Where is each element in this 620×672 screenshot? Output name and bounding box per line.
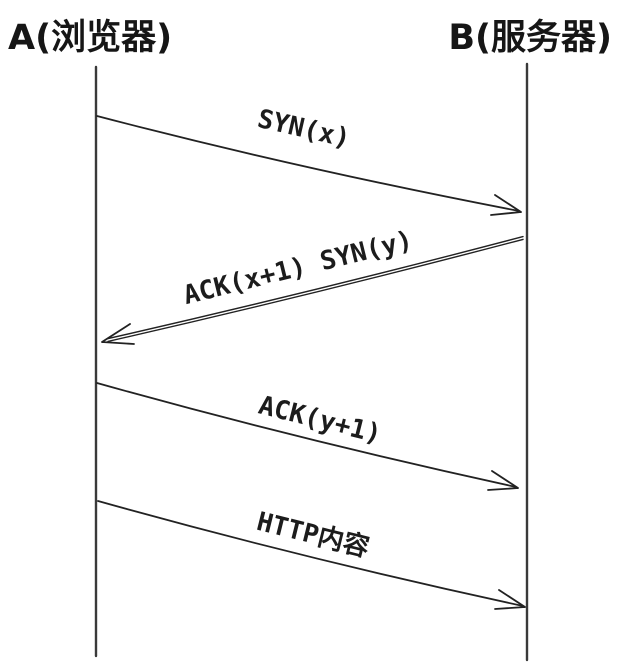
message-3-ack: ACK(y+1) [96,382,519,491]
message-4-label: HTTP内容 [254,506,373,564]
message-2-arrow-shaft-overdraw [107,238,524,343]
message-2-arrow-shaft [107,235,524,340]
message-2-ack-syn: ACK(x+1) SYN(y) [101,225,524,345]
message-4-http: HTTP内容 [97,500,526,610]
message-1-arrowhead-icon [490,194,522,216]
message-4-arrowhead-icon [494,589,526,610]
message-3-arrowhead-icon [487,470,519,491]
message-1-arrow-shaft [96,115,520,212]
message-1-syn: SYN(x) [96,104,522,216]
message-1-label: SYN(x) [255,104,353,154]
message-4-arrow-shaft [97,500,524,607]
message-2-label: ACK(x+1) SYN(y) [181,225,416,311]
actor-b-label: B(服务器) [448,18,612,58]
message-2-arrowhead-icon [101,323,135,345]
actor-a-label: A(浏览器) [8,18,172,58]
message-3-arrow-shaft [96,382,517,488]
